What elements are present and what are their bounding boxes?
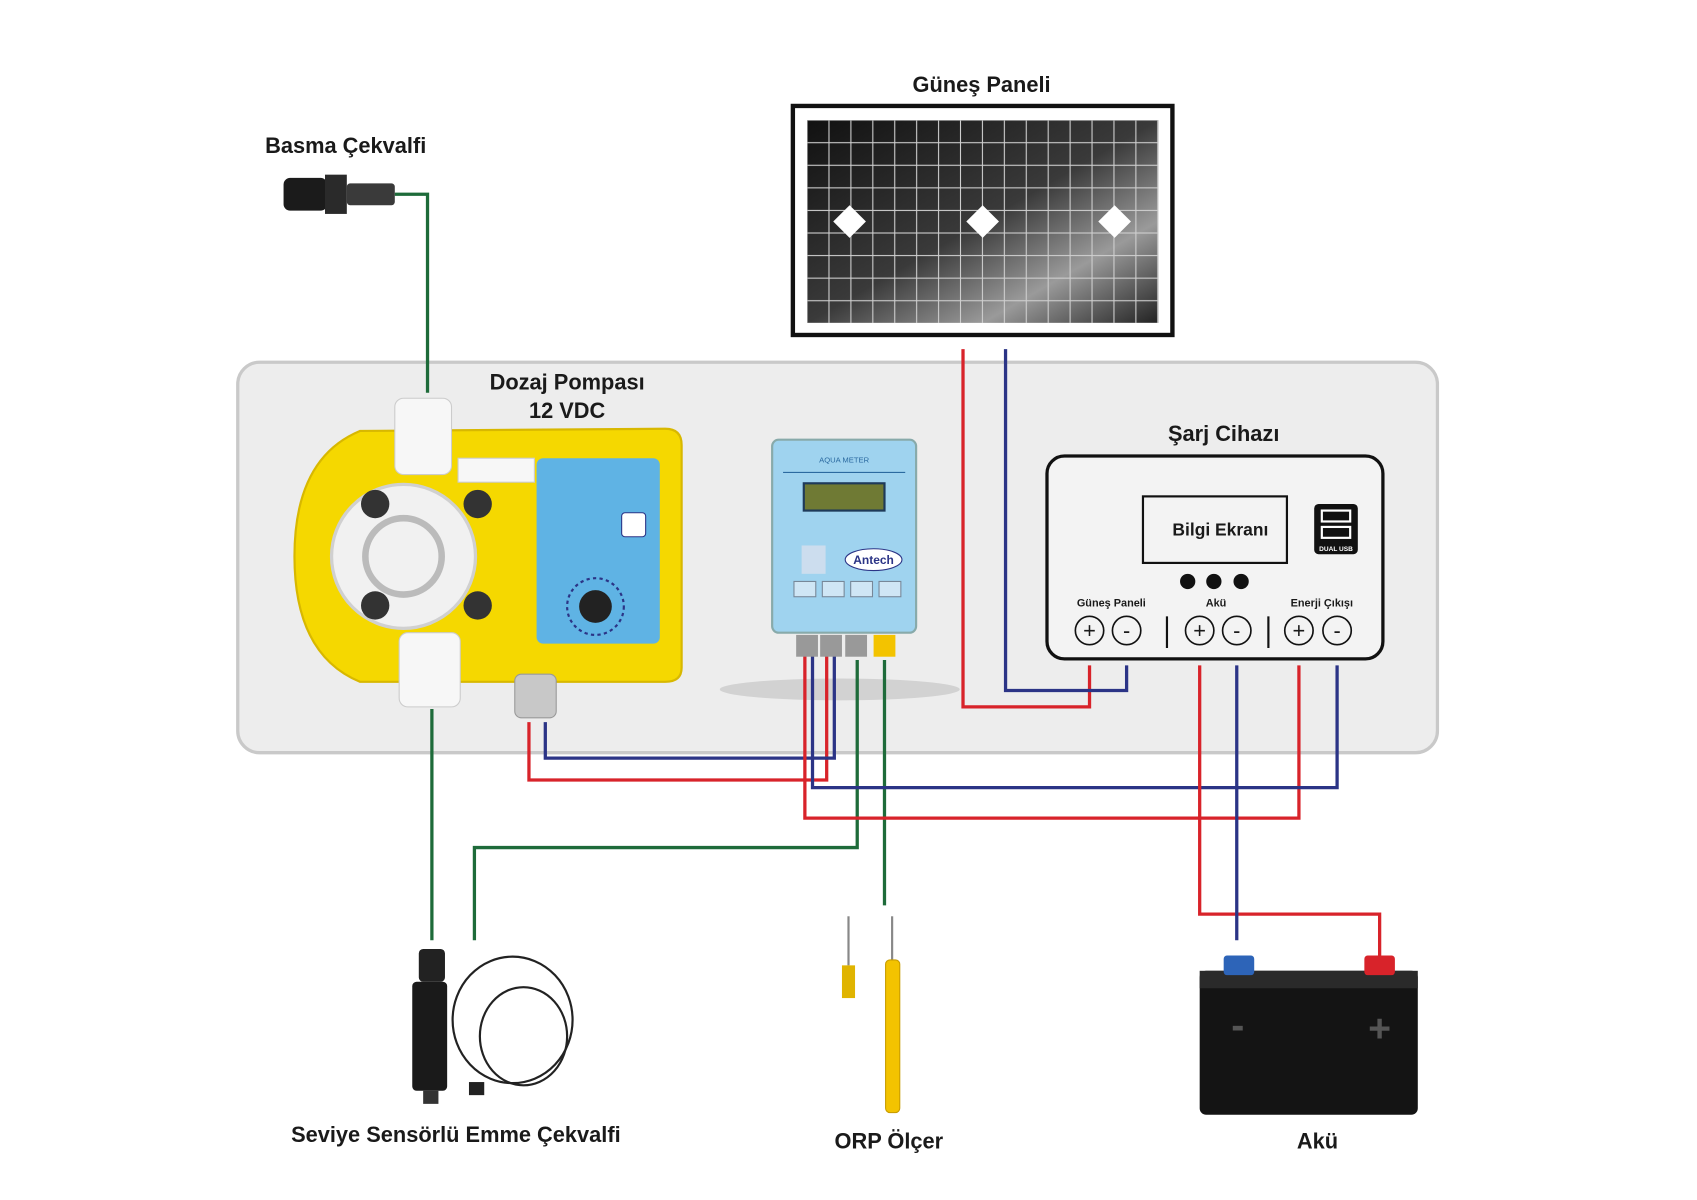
dosing-pump bbox=[293, 397, 683, 719]
info-screen bbox=[1141, 495, 1289, 565]
wire-solar-positive bbox=[961, 349, 1092, 709]
terminal-battery-minus: - bbox=[1221, 615, 1252, 646]
dosing-pump-voltage: 12 VDC bbox=[529, 398, 606, 423]
wires bbox=[394, 192, 1382, 958]
terminal-battery-plus: + bbox=[1184, 615, 1215, 646]
battery-label: Akü bbox=[1297, 1129, 1338, 1154]
status-led bbox=[1233, 573, 1249, 590]
battery: - + bbox=[1199, 955, 1418, 1115]
wire-solar-negative bbox=[1003, 349, 1129, 693]
svg-text:-: - bbox=[1231, 1003, 1244, 1047]
orp-meter-label: ORP Ölçer bbox=[835, 1129, 944, 1154]
dual-usb-icon: DUAL USB bbox=[1314, 504, 1358, 555]
orp-controller: AQUA METER Antech bbox=[771, 438, 918, 657]
svg-text:+: + bbox=[1083, 618, 1096, 643]
wire-battery-positive bbox=[1198, 665, 1382, 958]
terminal-group-output: Enerji Çıkışı bbox=[1291, 598, 1353, 610]
cable-gland bbox=[514, 673, 557, 719]
discharge-valve-label: Basma Çekvalfi bbox=[265, 133, 426, 158]
svg-text:-: - bbox=[1233, 618, 1240, 643]
terminal-group-solar: Güneş Paneli bbox=[1077, 598, 1146, 610]
svg-text:-: - bbox=[1333, 618, 1340, 643]
cell-diamond bbox=[833, 205, 866, 238]
charger-label: Şarj Cihazı bbox=[1168, 421, 1279, 446]
status-led bbox=[1180, 573, 1196, 590]
solar-panel-label: Güneş Paneli bbox=[913, 72, 1051, 97]
svg-text:DUAL USB: DUAL USB bbox=[1319, 546, 1353, 553]
wire-output-positive bbox=[803, 654, 1301, 820]
battery-negative-terminal bbox=[1223, 955, 1255, 976]
controller-key bbox=[850, 580, 874, 598]
info-screen-label: Bilgi Ekranı bbox=[1172, 520, 1268, 540]
battery-positive-terminal bbox=[1364, 955, 1395, 976]
svg-text:+: + bbox=[1193, 618, 1206, 643]
terminal-solar-minus: - bbox=[1111, 615, 1142, 646]
wire-pump-positive bbox=[527, 654, 829, 782]
svg-text:-: - bbox=[1123, 618, 1130, 643]
status-led bbox=[1206, 573, 1222, 590]
suction-valve-label: Seviye Sensörlü Emme Çekvalfi bbox=[291, 1122, 621, 1147]
dosing-pump-label: Dozaj Pompası bbox=[490, 370, 645, 395]
terminal-group-battery: Akü bbox=[1206, 598, 1227, 610]
controller-brand: Antech bbox=[853, 553, 894, 567]
controller-model: AQUA METER bbox=[819, 456, 869, 465]
wire-output-negative bbox=[810, 654, 1339, 790]
charge-controller: Bilgi Ekranı DUAL USB Güneş Paneli Akü E… bbox=[1045, 454, 1385, 661]
terminal-solar-plus: + bbox=[1074, 615, 1105, 646]
cell-diamond bbox=[966, 205, 1000, 238]
wire-discharge-valve bbox=[394, 192, 430, 393]
solar-panel bbox=[790, 103, 1175, 338]
terminal-output-minus: - bbox=[1322, 615, 1353, 646]
controller-lcd bbox=[802, 482, 886, 512]
controller-key bbox=[878, 580, 902, 598]
terminal-output-plus: + bbox=[1283, 615, 1314, 646]
pump-control-panel bbox=[536, 458, 660, 644]
discharge-valve-icon bbox=[283, 174, 395, 214]
wire-level-sensor bbox=[472, 659, 859, 941]
wire-pump-negative bbox=[543, 654, 836, 760]
controller-key bbox=[793, 580, 817, 598]
controller-key bbox=[821, 580, 845, 598]
orp-probe bbox=[841, 916, 901, 1114]
suction-valve-level-sensor bbox=[412, 948, 574, 1104]
svg-text:+: + bbox=[1293, 618, 1306, 643]
controller-shadow bbox=[719, 678, 960, 701]
svg-text:+: + bbox=[1368, 1007, 1391, 1051]
pump-knob bbox=[579, 590, 612, 623]
pump-power-button bbox=[621, 512, 647, 538]
